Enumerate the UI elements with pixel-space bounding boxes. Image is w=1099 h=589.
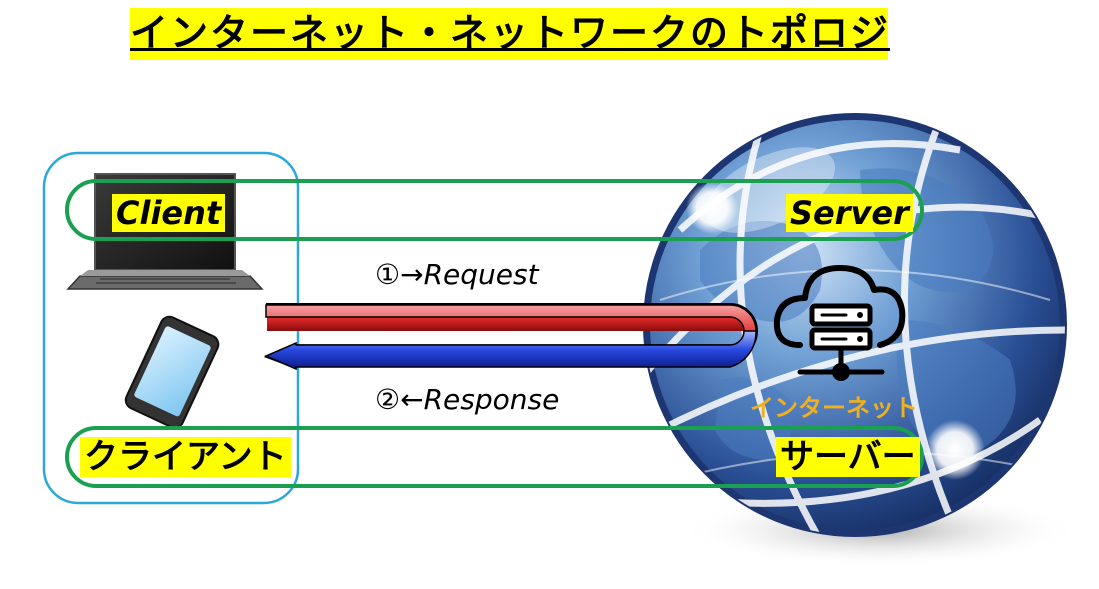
globe-icon xyxy=(643,113,1080,568)
server-label: Server xyxy=(786,194,913,232)
request-response-arrow xyxy=(263,303,758,371)
server-jp-label: サーバー xyxy=(776,437,920,477)
internet-label: インターネット xyxy=(750,394,918,422)
bottom-connection-box xyxy=(65,426,924,488)
client-jp-label: クライアント xyxy=(80,437,291,477)
response-label: ②←Response xyxy=(375,383,560,416)
smartphone-icon xyxy=(124,315,220,429)
cloud-server-icon xyxy=(773,265,906,381)
diagram-title: インターネット・ネットワークのトポロジ xyxy=(130,8,888,60)
client-label: Client xyxy=(112,194,226,232)
top-connection-box xyxy=(65,179,924,241)
request-label: ①→Request xyxy=(375,258,539,291)
